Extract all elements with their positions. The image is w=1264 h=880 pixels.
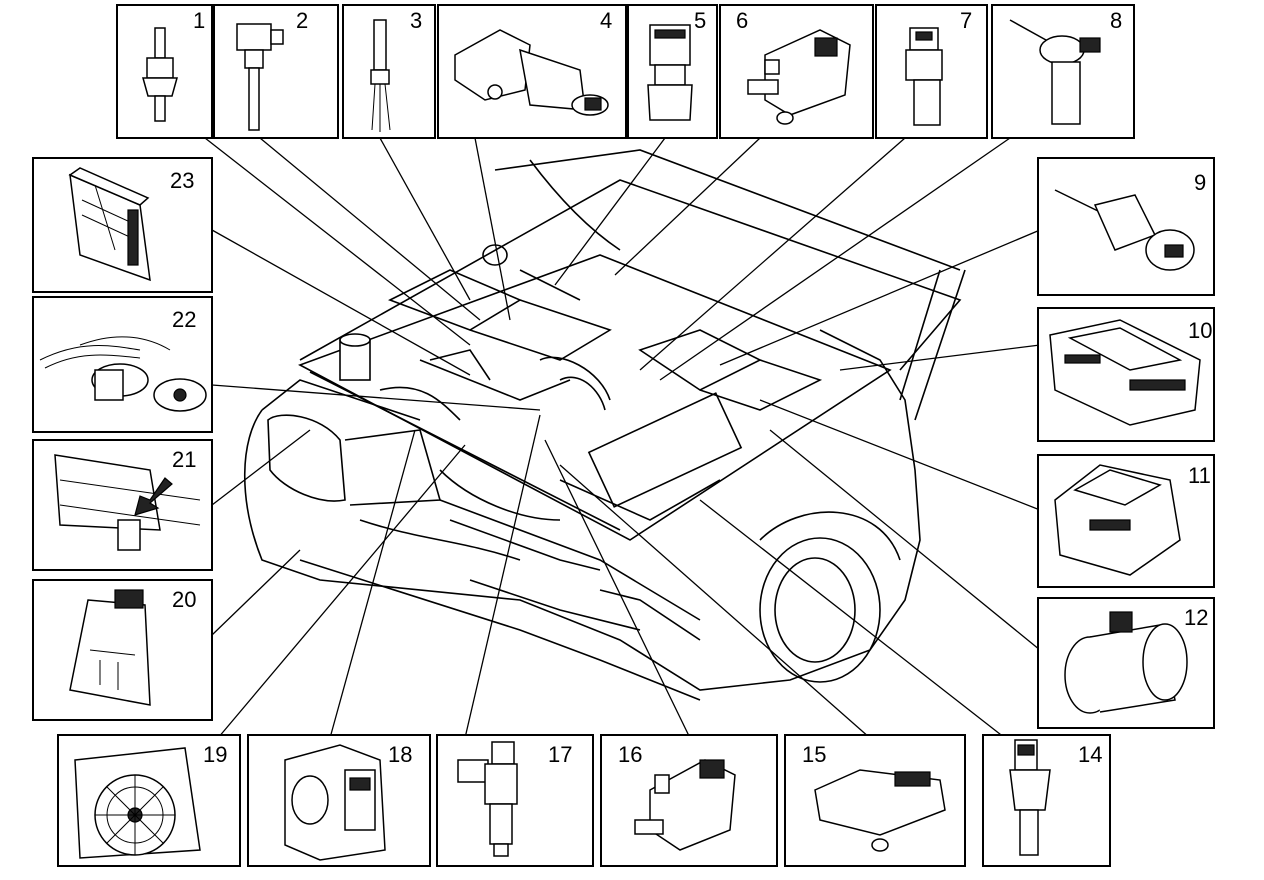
speed-sensor-icon — [1054, 189, 1195, 271]
pressure-sensor-icon — [647, 24, 693, 121]
component-2-number: 2 — [296, 8, 308, 33]
mass-airflow-sensor-icon — [1064, 611, 1188, 714]
component-17-number: 17 — [548, 742, 572, 767]
component-3-box: 3 — [342, 4, 436, 139]
coolant-temp-sensor-icon — [142, 27, 178, 122]
component-23-number: 23 — [170, 168, 194, 193]
pressure-switch-icon — [1009, 739, 1051, 856]
component-8-number: 8 — [1110, 8, 1122, 33]
component-3-number: 3 — [410, 8, 422, 33]
component-7-number: 7 — [960, 8, 972, 33]
component-23-box: 23 — [32, 157, 213, 293]
component-17-box: 17 — [436, 734, 594, 867]
component-19-box: 19 — [57, 734, 241, 867]
component-6-box: 6 — [719, 4, 874, 139]
component-14-number: 14 — [1078, 742, 1102, 767]
control-module-icon — [1049, 319, 1201, 426]
throttle-body-icon — [284, 744, 386, 861]
fuel-injector-icon — [457, 741, 518, 857]
ignition-coil-icon — [236, 23, 284, 131]
knock-sensor-mount-icon — [54, 454, 201, 551]
component-5-number: 5 — [694, 8, 706, 33]
component-21-box: 21 — [32, 439, 213, 571]
component-20-number: 20 — [172, 587, 196, 612]
component-4-box: 4 — [437, 4, 627, 139]
component-18-number: 18 — [388, 742, 412, 767]
component-7-box: 7 — [875, 4, 988, 139]
component-1-number: 1 — [193, 8, 205, 33]
component-10-number: 10 — [1188, 318, 1212, 343]
solenoid-valve-icon — [747, 29, 851, 125]
component-22-box: 22 — [32, 296, 213, 433]
component-15-number: 15 — [802, 742, 826, 767]
component-12-number: 12 — [1184, 605, 1208, 630]
component-20-box: 20 — [32, 579, 213, 721]
fan-motor-icon — [74, 747, 201, 859]
component-15-box: 15 — [784, 734, 966, 867]
ecu-module-icon — [68, 167, 151, 282]
component-14-box: 14 — [982, 734, 1111, 867]
throttle-actuator-icon — [454, 29, 609, 116]
component-16-box: 16 — [600, 734, 778, 867]
component-21-number: 21 — [172, 447, 196, 472]
component-16-number: 16 — [618, 742, 642, 767]
component-1-box: 1 — [116, 4, 213, 139]
component-5-box: 5 — [627, 4, 718, 139]
component-18-box: 18 — [247, 734, 431, 867]
knock-sensor-icon — [39, 336, 207, 412]
temperature-probe-icon — [370, 19, 391, 132]
position-sensor-icon — [1009, 19, 1101, 125]
component-6-number: 6 — [736, 8, 748, 33]
component-2-box: 2 — [213, 4, 339, 139]
component-19-number: 19 — [203, 742, 227, 767]
component-8-box: 8 — [991, 4, 1135, 139]
relay-box-icon — [1054, 464, 1181, 576]
component-9-box: 9 — [1037, 157, 1215, 296]
leader-lines — [204, 137, 1041, 739]
pedal-sensor-icon — [69, 589, 151, 706]
component-10-box: 10 — [1037, 307, 1215, 442]
component-11-number: 11 — [1188, 463, 1211, 488]
component-12-box: 12 — [1037, 597, 1215, 729]
component-11-box: 11 — [1037, 454, 1215, 588]
component-22-number: 22 — [172, 307, 196, 332]
car-illustration — [243, 149, 966, 701]
component-9-number: 9 — [1194, 170, 1206, 195]
component-4-number: 4 — [600, 8, 612, 33]
evap-valve-icon — [634, 759, 736, 851]
map-sensor-icon — [814, 769, 946, 852]
oil-temp-sensor-icon — [905, 27, 943, 126]
